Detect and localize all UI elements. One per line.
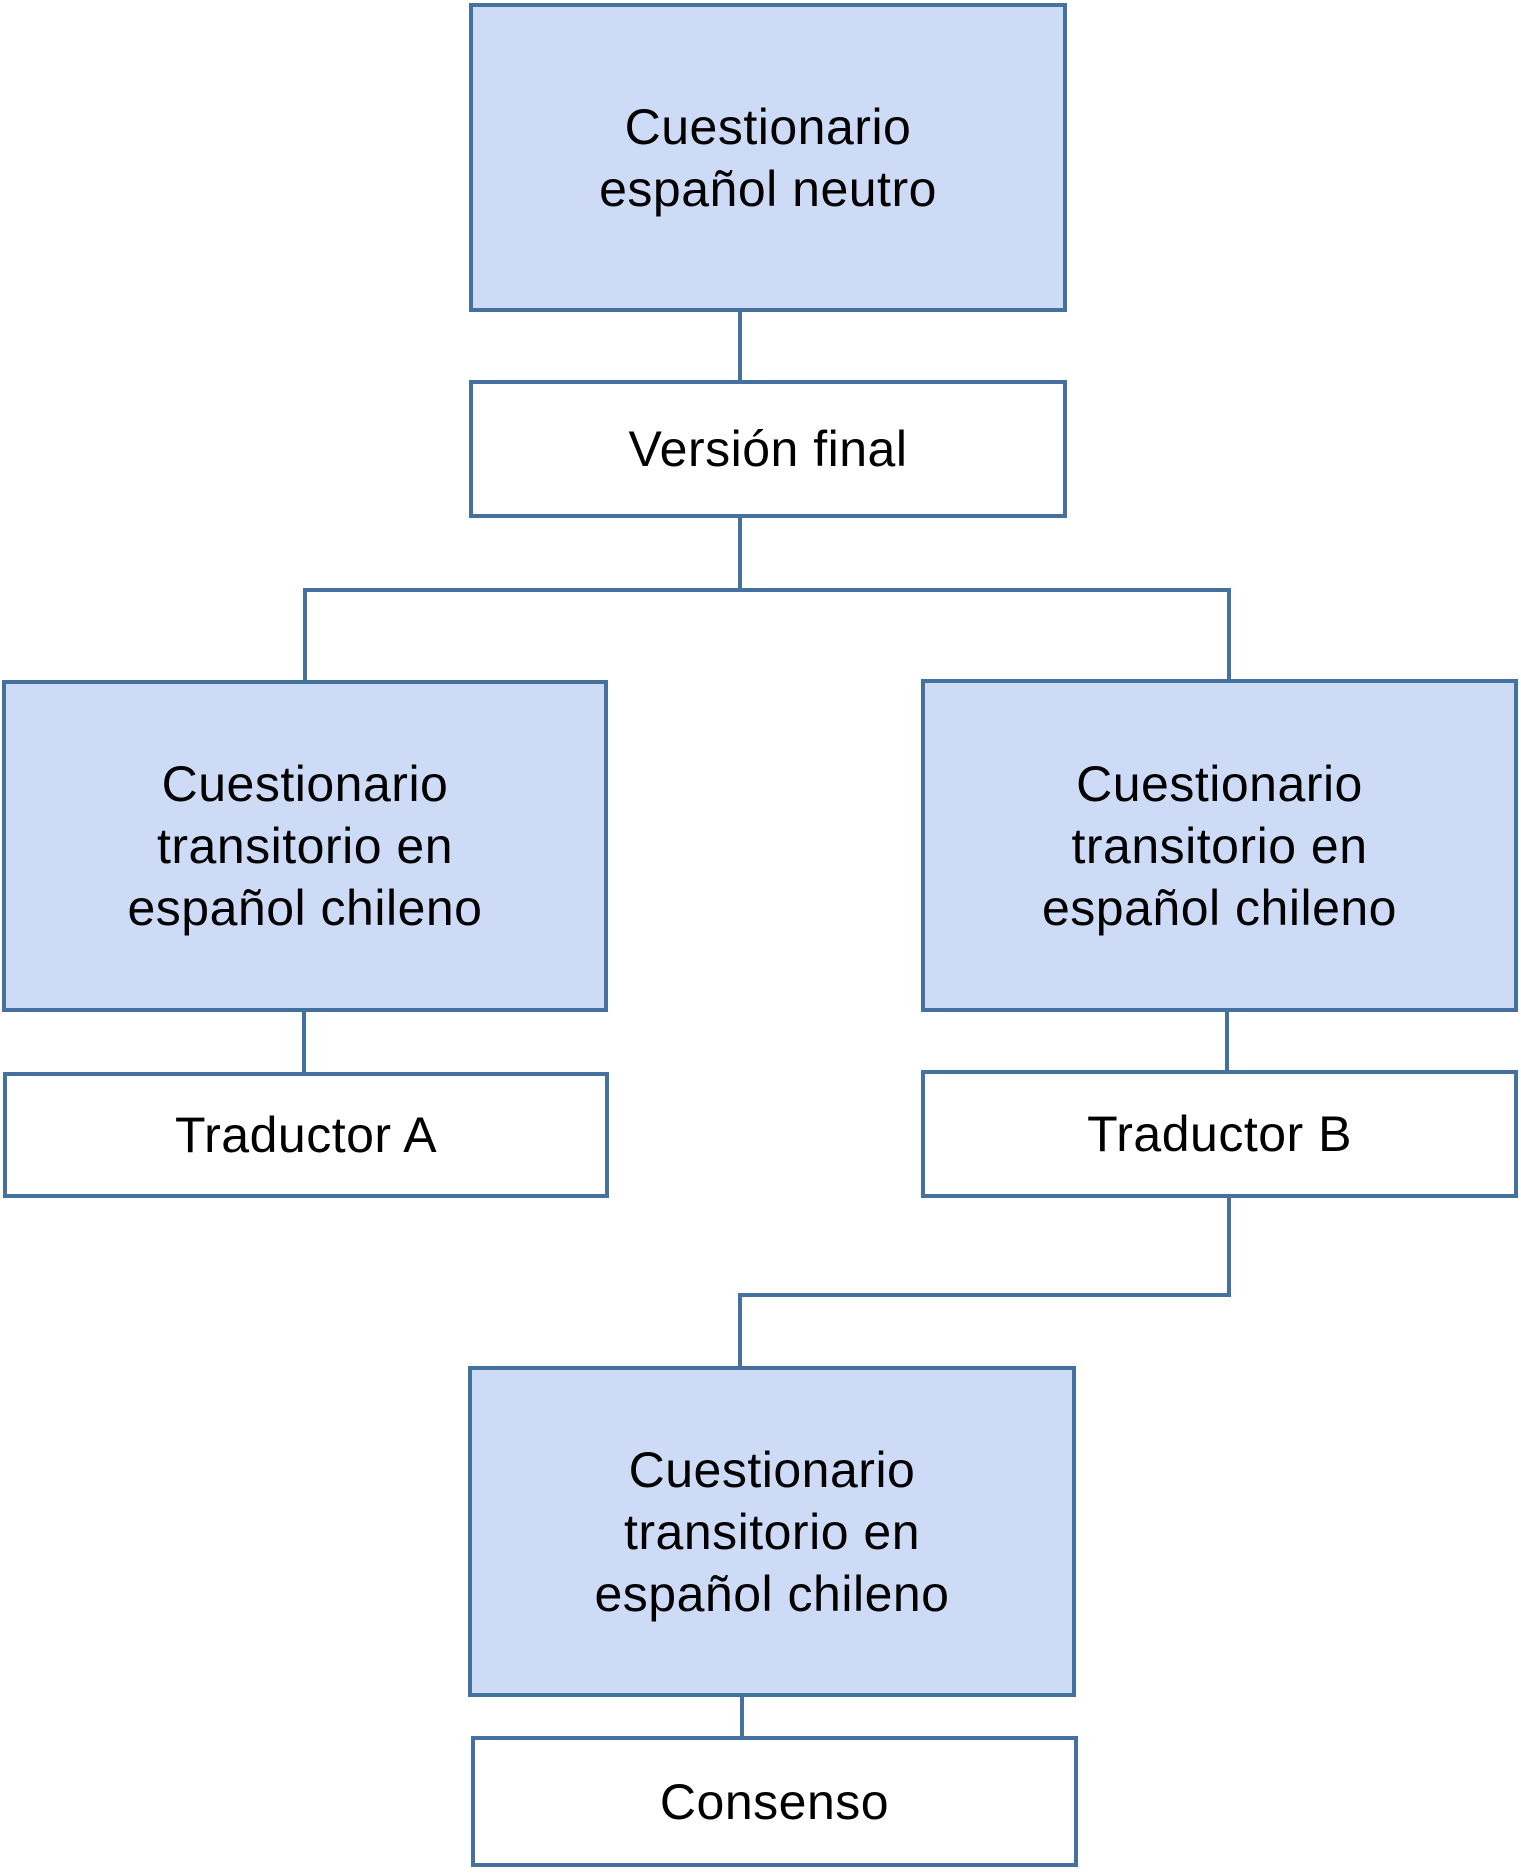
node-label-line: Cuestionario xyxy=(624,98,912,155)
edge-merge-horizontal-bar xyxy=(738,1293,1231,1297)
edge-branch-horizontal-bar xyxy=(303,588,1231,592)
edge-left-box-to-traductor-a xyxy=(302,1012,306,1072)
node-label-line: español chileno xyxy=(1042,879,1397,936)
edge-bottom-box-to-consenso xyxy=(740,1697,744,1736)
node-label-line: español chileno xyxy=(127,880,483,936)
node-label-line: Versión final xyxy=(628,421,908,477)
node-traductor-b: Traductor B xyxy=(921,1070,1518,1198)
edge-branch-to-left-box xyxy=(303,588,307,680)
node-label-line: Cuestionario xyxy=(628,1441,916,1498)
node-cuestionario-espanol-neutro: Cuestionario español neutro xyxy=(469,3,1067,312)
edge-right-box-to-traductor-b xyxy=(1225,1012,1229,1070)
node-label-line: español chileno xyxy=(594,1565,950,1622)
node-label-line: transitorio en xyxy=(623,1503,921,1560)
node-label-line: transitorio en xyxy=(1071,817,1368,874)
node-label-line: español neutro xyxy=(599,160,937,217)
node-version-final: Versión final xyxy=(469,380,1067,518)
node-cuestionario-transitorio-left: Cuestionario transitorio en español chil… xyxy=(2,680,608,1012)
node-consenso: Consenso xyxy=(471,1736,1078,1867)
edge-branch-to-right-box xyxy=(1227,588,1231,679)
node-label-line: Cuestionario xyxy=(1076,755,1363,812)
node-label-line: transitorio en xyxy=(156,818,454,874)
node-traductor-a: Traductor A xyxy=(3,1072,609,1198)
node-label-line: Cuestionario xyxy=(161,756,449,812)
node-cuestionario-transitorio-bottom: Cuestionario transitorio en español chil… xyxy=(468,1366,1076,1697)
node-label-line: Traductor B xyxy=(1087,1106,1352,1162)
edge-merge-to-bottom-box xyxy=(738,1293,742,1366)
node-label-line: Traductor A xyxy=(174,1107,438,1163)
node-cuestionario-transitorio-right: Cuestionario transitorio en español chil… xyxy=(921,679,1518,1012)
node-label-line: Consenso xyxy=(659,1773,890,1830)
edge-top-to-version-final xyxy=(738,312,742,380)
edge-traductor-b-to-merge-bar xyxy=(1227,1198,1231,1293)
edge-version-final-to-branch xyxy=(738,518,742,588)
